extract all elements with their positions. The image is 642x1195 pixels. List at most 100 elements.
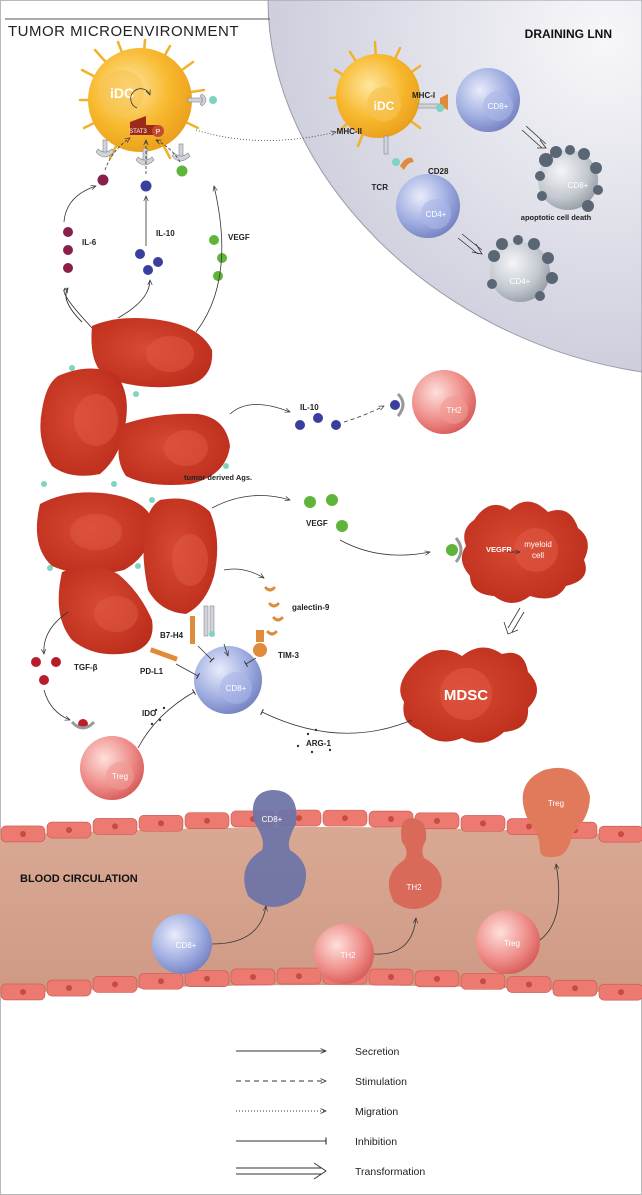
- antigen-dot: [209, 96, 217, 104]
- th2-receptor: [396, 392, 405, 417]
- idc-lnn-nucleus: [367, 87, 401, 121]
- apoptotic-label: apoptotic cell death: [521, 213, 592, 222]
- vegf-dot: [304, 496, 316, 508]
- cd8-circulating: CD8+: [152, 914, 212, 974]
- il10-secretion-arrow: [229, 404, 290, 415]
- treg-tumor: Treg: [80, 736, 144, 800]
- cd8-lnn-label: CD8+: [488, 102, 509, 111]
- il10-dot: [135, 249, 145, 259]
- b7h4-molecule: [190, 616, 195, 644]
- tgfb-dot: [39, 675, 49, 685]
- treg-inhibition-arrow: [137, 688, 197, 749]
- b7h4-label: B7-H4: [160, 631, 184, 640]
- endothelial-nucleus: [480, 820, 486, 827]
- apoptotic-cd8-body: [538, 150, 598, 210]
- cd8-circulating-label: CD8+: [176, 941, 197, 950]
- endothelial-nucleus: [296, 973, 302, 980]
- il10-dot: [153, 257, 163, 267]
- title-draining-lnn: DRAINING LNN: [525, 27, 612, 41]
- th2-extravasating-label: TH2: [406, 883, 422, 892]
- endothelial-nucleus: [250, 973, 256, 980]
- vegf-label-top: VEGF: [228, 233, 250, 242]
- il10-group-mid: IL-10: [295, 403, 341, 430]
- endothelial-nucleus: [158, 820, 164, 827]
- apoptotic-cd4-blebs: [487, 235, 558, 301]
- tcr-label: TCR: [372, 183, 389, 192]
- cd4-lnn-nucleus: [421, 199, 451, 229]
- myeloid-label-2: cell: [532, 551, 544, 560]
- apoptotic-cd4-body: [490, 242, 550, 302]
- vegf-dot: [217, 253, 227, 263]
- apoptotic-cd8-blebs: [535, 145, 603, 212]
- stimulation-arrows: [104, 138, 181, 174]
- legend: SecretionStimulationMigrationInhibitionT…: [236, 1046, 425, 1180]
- treg-receptor: [70, 720, 96, 730]
- il10-dot: [143, 265, 153, 275]
- cd8-tumor-antigen: [209, 631, 215, 637]
- vegf-group-mid: VEGF: [304, 494, 348, 532]
- apoptotic-cd8-label: CD8+: [568, 181, 589, 190]
- legend-item: Transformation: [236, 1162, 425, 1180]
- transform-arrows-lnn: [457, 125, 547, 255]
- legend-label: Inhibition: [355, 1136, 397, 1148]
- cd4-lnn: CD4+: [396, 174, 460, 238]
- endothelial-nucleus: [112, 981, 118, 988]
- il6-dot: [63, 263, 73, 273]
- th2-label: TH2: [446, 406, 462, 415]
- cd8-tumor-label: CD8+: [226, 684, 247, 693]
- pdl1-label: PD-L1: [140, 667, 164, 676]
- mhc2-antigen: [392, 158, 400, 166]
- mdsc-nucleus: [440, 668, 492, 720]
- cd8-extravasating-label: CD8+: [262, 815, 283, 824]
- treg-tumor-nucleus: [106, 762, 134, 790]
- th2-nucleus: [440, 396, 468, 424]
- vegf-bound: [175, 164, 189, 178]
- endothelial-nucleus: [204, 975, 210, 982]
- endothelial-nucleus: [66, 827, 72, 834]
- idc-tumor-label: iDC: [110, 85, 134, 101]
- treg-extravasating-label: Treg: [548, 799, 564, 808]
- vegf-dot: [326, 494, 338, 506]
- endothelial-nucleus: [388, 974, 394, 981]
- galectin9-label: galectin-9: [292, 603, 330, 612]
- th2-circulating-body: [314, 924, 374, 984]
- cd8-lnn-nucleus: [483, 91, 513, 121]
- idc-receptors: [95, 93, 207, 166]
- endothelial-nucleus: [434, 817, 440, 824]
- treg-extravasating-body: [522, 767, 590, 858]
- endothelial-nucleus: [388, 816, 394, 823]
- vegf-group-top: VEGF: [209, 233, 250, 281]
- legend-label: Secretion: [355, 1046, 400, 1058]
- vegf-to-myeloid-arrow: [339, 539, 430, 556]
- vegfr-receptor: [454, 537, 463, 563]
- cd8-lnn: CD8+: [456, 68, 520, 132]
- vegf-dot: [336, 520, 348, 532]
- th2-cell: TH2: [412, 370, 476, 434]
- checkpoint-ligands: [149, 616, 267, 662]
- cd28-molecule: [400, 157, 414, 170]
- vegf-dot: [213, 271, 223, 281]
- th2-extravasating: TH2: [388, 818, 442, 910]
- p-circle: [152, 125, 164, 137]
- checkpoint-inhibition-arrows: [175, 643, 257, 680]
- th2-circulating: TH2: [314, 924, 374, 984]
- cd8-tumor: CD8+: [194, 646, 262, 714]
- endothelial-nucleus: [618, 831, 624, 838]
- mdsc-label: MDSC: [444, 687, 488, 704]
- migration-arrows-blood: [211, 864, 559, 955]
- transform-arrow-mdsc: [503, 607, 525, 635]
- legend-item: Secretion: [236, 1046, 400, 1058]
- apoptotic-cd8: CD8+: [535, 145, 603, 212]
- galectin9-molecules: [264, 586, 284, 636]
- endothelial-nucleus: [20, 988, 26, 995]
- endothelial-nucleus: [20, 830, 26, 837]
- mhc1-label: MHC-I: [412, 91, 435, 100]
- il6-group: IL-6: [63, 227, 97, 273]
- legend-label: Transformation: [355, 1166, 425, 1178]
- endothelial-nucleus: [342, 815, 348, 822]
- tgfb-secretion-arrow: [44, 611, 69, 654]
- endothelial-nucleus: [112, 823, 118, 830]
- myeloid-nucleus: [514, 528, 558, 572]
